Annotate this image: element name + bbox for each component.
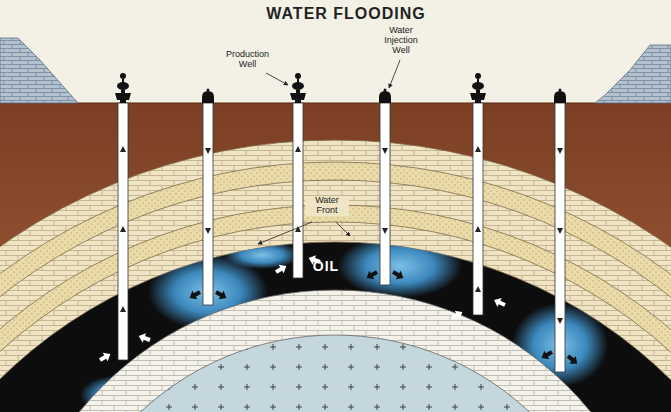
injection-pipe bbox=[555, 103, 565, 372]
water-arrow bbox=[214, 288, 229, 303]
injection-wellhead bbox=[554, 89, 566, 104]
water-arrow bbox=[391, 268, 406, 283]
oil-reservoir bbox=[0, 242, 671, 412]
flow-arrow bbox=[205, 228, 211, 234]
well-pipes bbox=[118, 103, 565, 372]
injection-wellhead bbox=[379, 89, 391, 104]
well-label: Production Well bbox=[220, 50, 275, 70]
water-arrow bbox=[539, 348, 554, 363]
flow-arrow bbox=[382, 148, 388, 154]
limestone-layer bbox=[0, 180, 671, 412]
leader-line bbox=[266, 73, 288, 85]
production-pipe bbox=[473, 103, 483, 315]
injection-wellhead bbox=[202, 89, 214, 104]
leader-line bbox=[258, 222, 312, 244]
limestone-layer bbox=[0, 222, 671, 412]
oil-flow-arrows bbox=[98, 253, 508, 364]
limestone-layer bbox=[0, 140, 671, 412]
water-flow-arrows bbox=[187, 268, 580, 368]
flow-arrow bbox=[382, 228, 388, 234]
flow-arrow bbox=[475, 286, 481, 292]
pipe-flow-arrows bbox=[120, 146, 563, 324]
injected-water bbox=[338, 234, 462, 298]
fluid-label: OIL bbox=[298, 259, 354, 274]
flow-arrow bbox=[120, 306, 126, 312]
flow-arrow bbox=[120, 146, 126, 152]
flow-arrow bbox=[557, 228, 563, 234]
water-arrow bbox=[364, 268, 379, 283]
leader-line bbox=[336, 222, 350, 236]
oil-arrow bbox=[98, 350, 113, 365]
flow-arrow bbox=[205, 148, 211, 154]
well-label: Water Injection Well bbox=[376, 26, 426, 56]
injection-pipe bbox=[380, 103, 390, 285]
oil-arrow bbox=[492, 295, 507, 309]
production-wellhead bbox=[115, 73, 131, 103]
rock-strata bbox=[0, 140, 671, 412]
water-arrow bbox=[187, 288, 202, 303]
basement-rock bbox=[51, 335, 619, 412]
production-wellhead bbox=[470, 73, 486, 103]
flow-arrow bbox=[120, 226, 126, 232]
injected-water bbox=[224, 241, 300, 269]
production-pipe bbox=[293, 103, 303, 278]
oil-arrow bbox=[274, 262, 289, 277]
production-wellhead bbox=[290, 73, 306, 103]
flow-arrow bbox=[295, 146, 301, 152]
flow-arrow bbox=[475, 146, 481, 152]
wellheads bbox=[115, 73, 566, 103]
oil-arrow bbox=[450, 308, 465, 323]
production-pipe bbox=[118, 103, 128, 360]
rock-outcrop bbox=[595, 45, 671, 103]
front-label: Water Front bbox=[305, 196, 349, 216]
flow-arrow bbox=[557, 318, 563, 324]
sand-layer bbox=[0, 162, 671, 412]
injection-pipe bbox=[203, 103, 213, 305]
flow-arrow bbox=[475, 226, 481, 232]
water-arrow bbox=[565, 352, 581, 367]
rock-outcrop bbox=[0, 38, 78, 103]
sand-layer bbox=[0, 205, 671, 412]
leader-lines bbox=[258, 60, 400, 244]
ground-line bbox=[0, 102, 671, 103]
diagram-title: WATER FLOODING bbox=[246, 4, 446, 23]
leader-line bbox=[389, 60, 400, 88]
oil-arrow bbox=[137, 331, 152, 345]
flow-arrow bbox=[557, 148, 563, 154]
